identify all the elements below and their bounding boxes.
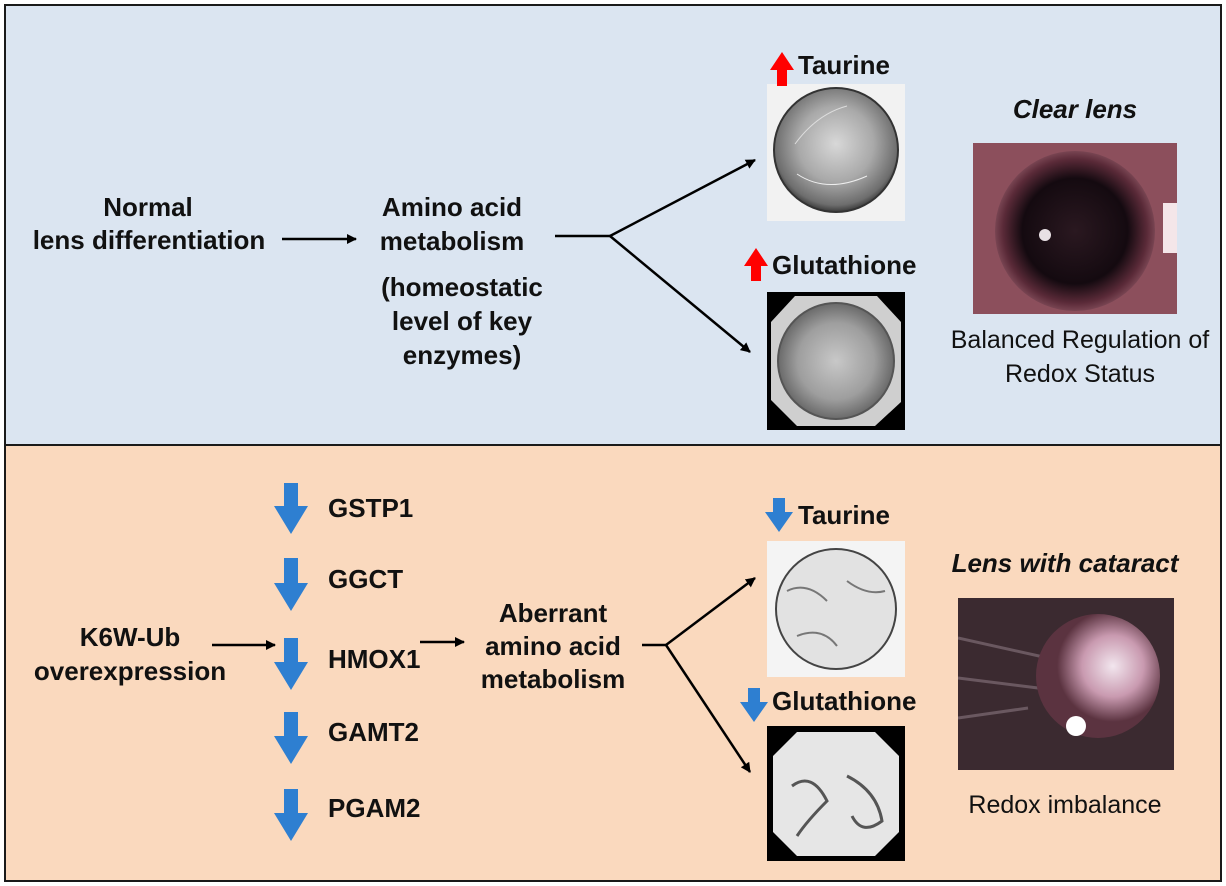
glutathione-cataract-lens-image bbox=[767, 726, 905, 861]
glutathione-top-label: Glutathione bbox=[772, 250, 917, 280]
metabolism-label: metabolism bbox=[379, 226, 525, 256]
taurine-normal-lens-image bbox=[767, 84, 905, 221]
aberrant-label: Aberrant bbox=[498, 598, 608, 628]
enzymes-label: enzymes) bbox=[402, 340, 522, 370]
redox-status-label: Redox Status bbox=[1004, 360, 1156, 388]
glutathione-bottom-label: Glutathione bbox=[772, 686, 917, 716]
taurine-bottom-label: Taurine bbox=[798, 500, 890, 530]
amino-acid-label: Amino acid bbox=[381, 192, 523, 222]
cataract-lens-photo bbox=[958, 598, 1174, 770]
taurine-cataract-lens-image bbox=[767, 541, 905, 677]
homeostatic-label: (homeostatic bbox=[381, 272, 543, 302]
clear-lens-title: Clear lens bbox=[1012, 94, 1138, 124]
taurine-top-label: Taurine bbox=[798, 50, 890, 80]
enzyme-ggct-label: GGCT bbox=[328, 564, 404, 594]
enzyme-pgam2-label: PGAM2 bbox=[328, 793, 421, 823]
clear-lens-photo bbox=[973, 143, 1177, 314]
overexpression-label: overexpression bbox=[33, 656, 227, 686]
enzyme-hmox1-label: HMOX1 bbox=[328, 644, 421, 674]
cataract-title: Lens with cataract bbox=[951, 548, 1179, 578]
redox-imbalance-label: Redox imbalance bbox=[968, 791, 1162, 819]
enzyme-gamt2-label: GAMT2 bbox=[328, 717, 419, 747]
metabolism-bottom-label: metabolism bbox=[480, 664, 626, 694]
amino-acid-bottom-label: amino acid bbox=[485, 631, 621, 661]
enzyme-gstp1-label: GSTP1 bbox=[328, 493, 414, 523]
balanced-regulation-label: Balanced Regulation of bbox=[950, 326, 1210, 354]
lens-differentiation-label: lens differentiation bbox=[32, 225, 266, 255]
level-of-key-label: level of key bbox=[391, 306, 533, 336]
normal-label: Normal bbox=[103, 192, 193, 222]
glutathione-normal-lens-image bbox=[767, 292, 905, 430]
k6w-ub-label: K6W-Ub bbox=[79, 622, 181, 652]
